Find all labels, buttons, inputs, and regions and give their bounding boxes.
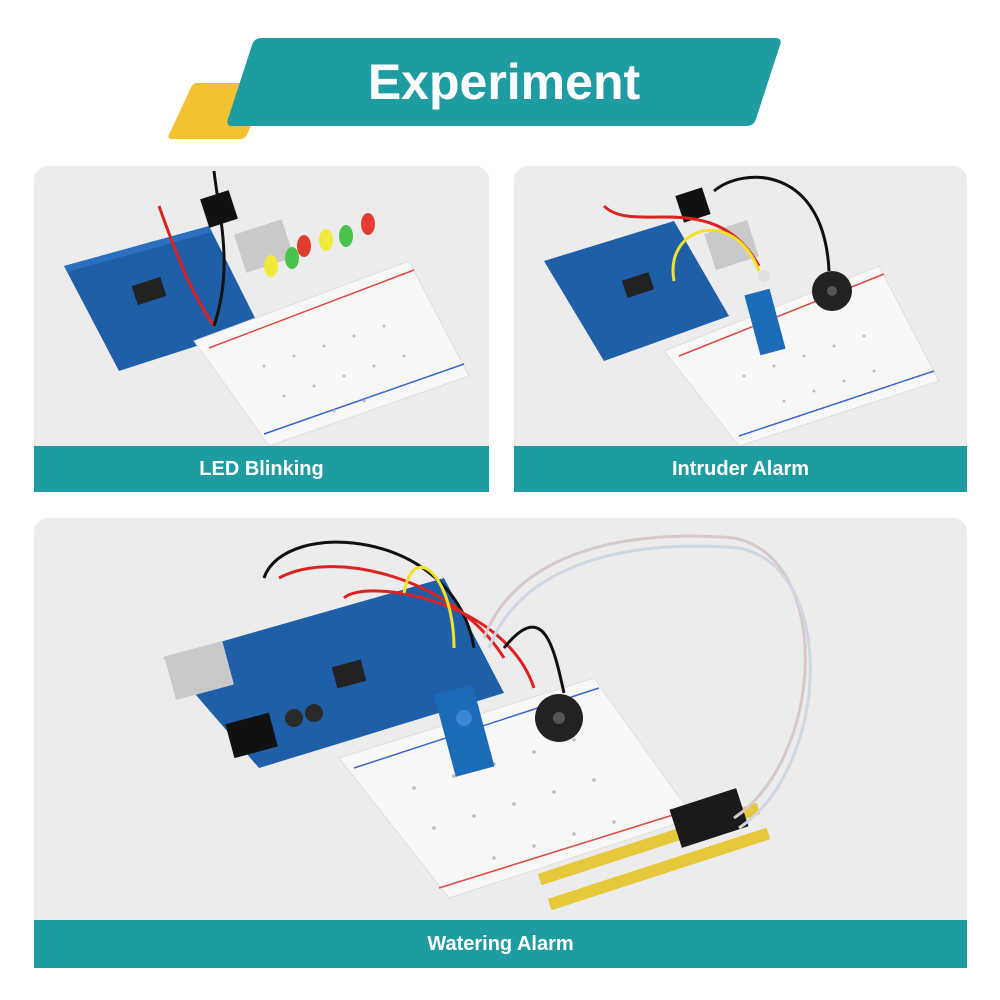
page-title: Experiment xyxy=(367,54,641,110)
experiment-label-led-blinking: LED Blinking xyxy=(34,446,489,492)
experiment-card-led-blinking: LED Blinking xyxy=(34,166,489,492)
led-blinking-photo xyxy=(34,166,489,446)
experiment-label-watering-alarm: Watering Alarm xyxy=(34,920,967,968)
experiment-card-watering-alarm: Watering Alarm xyxy=(34,518,967,968)
experiment-label-intruder-alarm: Intruder Alarm xyxy=(514,446,967,492)
watering-alarm-photo xyxy=(34,518,967,920)
experiment-card-intruder-alarm: Intruder Alarm xyxy=(514,166,967,492)
intruder-alarm-photo xyxy=(514,166,967,446)
